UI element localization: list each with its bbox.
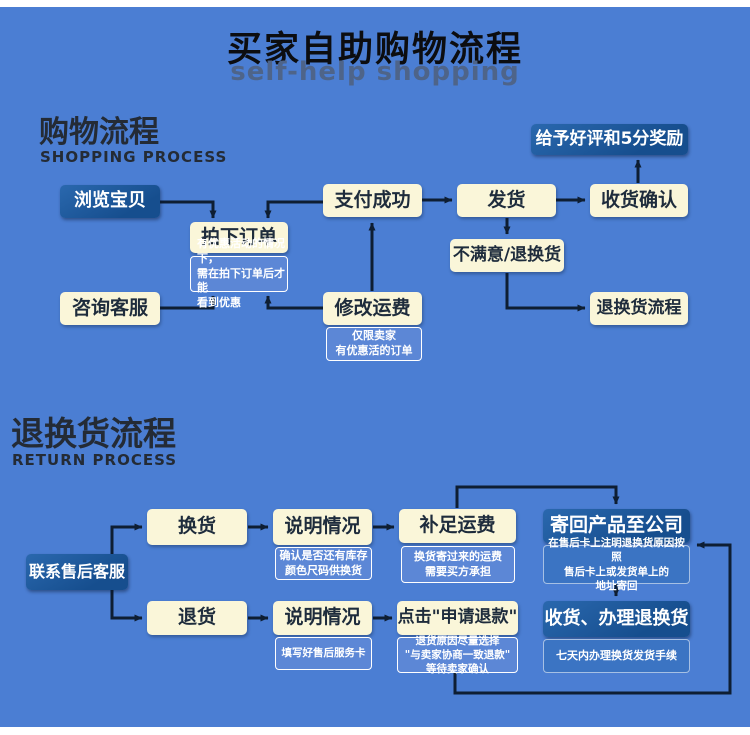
node-receive-handle: 收货、办理退换货 <box>543 601 690 637</box>
note-topup-freight: 换货寄过来的运费 需要买方承担 <box>401 546 515 583</box>
shopping-section-heading-en: SHOPPING PROCESS <box>40 148 228 166</box>
arrow-contact-to-exchange <box>110 523 143 554</box>
node-give-praise: 给予好评和5分奖励 <box>531 124 688 155</box>
arrow-pay-to-order <box>264 200 323 219</box>
note-explain-exchange: 确认是否还有库存 颜色尺码供换货 <box>275 547 372 580</box>
note-apply-refund: 退货原因尽量选择 "与卖家协商一致退款" 等待卖家确认 <box>397 635 518 675</box>
arrow-freight-to-order <box>264 295 323 310</box>
node-send-back: 寄回产品至公司 <box>543 509 690 543</box>
return-section-heading: 退换货流程 <box>11 414 176 453</box>
note-receive-handle: 七天内办理换货发货手续 <box>543 639 690 673</box>
shopping-section-heading: 购物流程 <box>39 115 159 150</box>
note-place-order: 有优惠活动的情况下， 需在拍下订单后才能 看到优惠 <box>190 237 288 309</box>
node-confirm-receipt: 收货确认 <box>590 184 688 217</box>
arrow-browse-to-order <box>160 200 217 219</box>
arrow-consult-to-order <box>160 295 217 310</box>
arrow-topup-to-sendback <box>455 485 620 508</box>
page-title: 买家自助购物流程 <box>226 30 523 70</box>
node-pay-success: 支付成功 <box>323 184 422 217</box>
node-topup-freight: 补足运费 <box>399 509 516 543</box>
node-consult-service: 咨询客服 <box>60 292 160 325</box>
node-return-entry: 退换货流程 <box>590 292 688 325</box>
node-browse-items: 浏览宝贝 <box>60 185 160 218</box>
note-send-back: 在售后卡上注明退换货原因按照 售后卡上或发货单上的 地址寄回 <box>543 537 690 592</box>
node-place-order: 拍下订单 <box>190 222 288 253</box>
page-subtitle: self-help shopping <box>230 57 520 87</box>
node-return-goods: 退货 <box>147 601 247 635</box>
arrow-refund-to-sendback-loop <box>453 541 732 695</box>
node-explain-exchange: 说明情况 <box>273 509 372 545</box>
node-unsatisfied-return: 不满意/退换货 <box>450 239 564 272</box>
node-ship: 发货 <box>457 184 556 217</box>
arrow-unsatisfied-to-returnflow <box>505 273 586 312</box>
return-section-heading-en: RETURN PROCESS <box>12 451 178 469</box>
node-apply-refund: 点击"申请退款" <box>397 601 518 635</box>
node-contact-aftersales: 联系售后客服 <box>26 554 128 590</box>
arrow-contact-to-return <box>110 590 143 622</box>
node-explain-return: 说明情况 <box>273 601 372 635</box>
note-explain-return: 填写好售后服务卡 <box>275 637 372 670</box>
node-modify-freight: 修改运费 <box>323 292 422 325</box>
note-modify-freight: 仅限卖家 有优惠活的订单 <box>326 327 422 361</box>
node-exchange: 换货 <box>147 509 247 545</box>
